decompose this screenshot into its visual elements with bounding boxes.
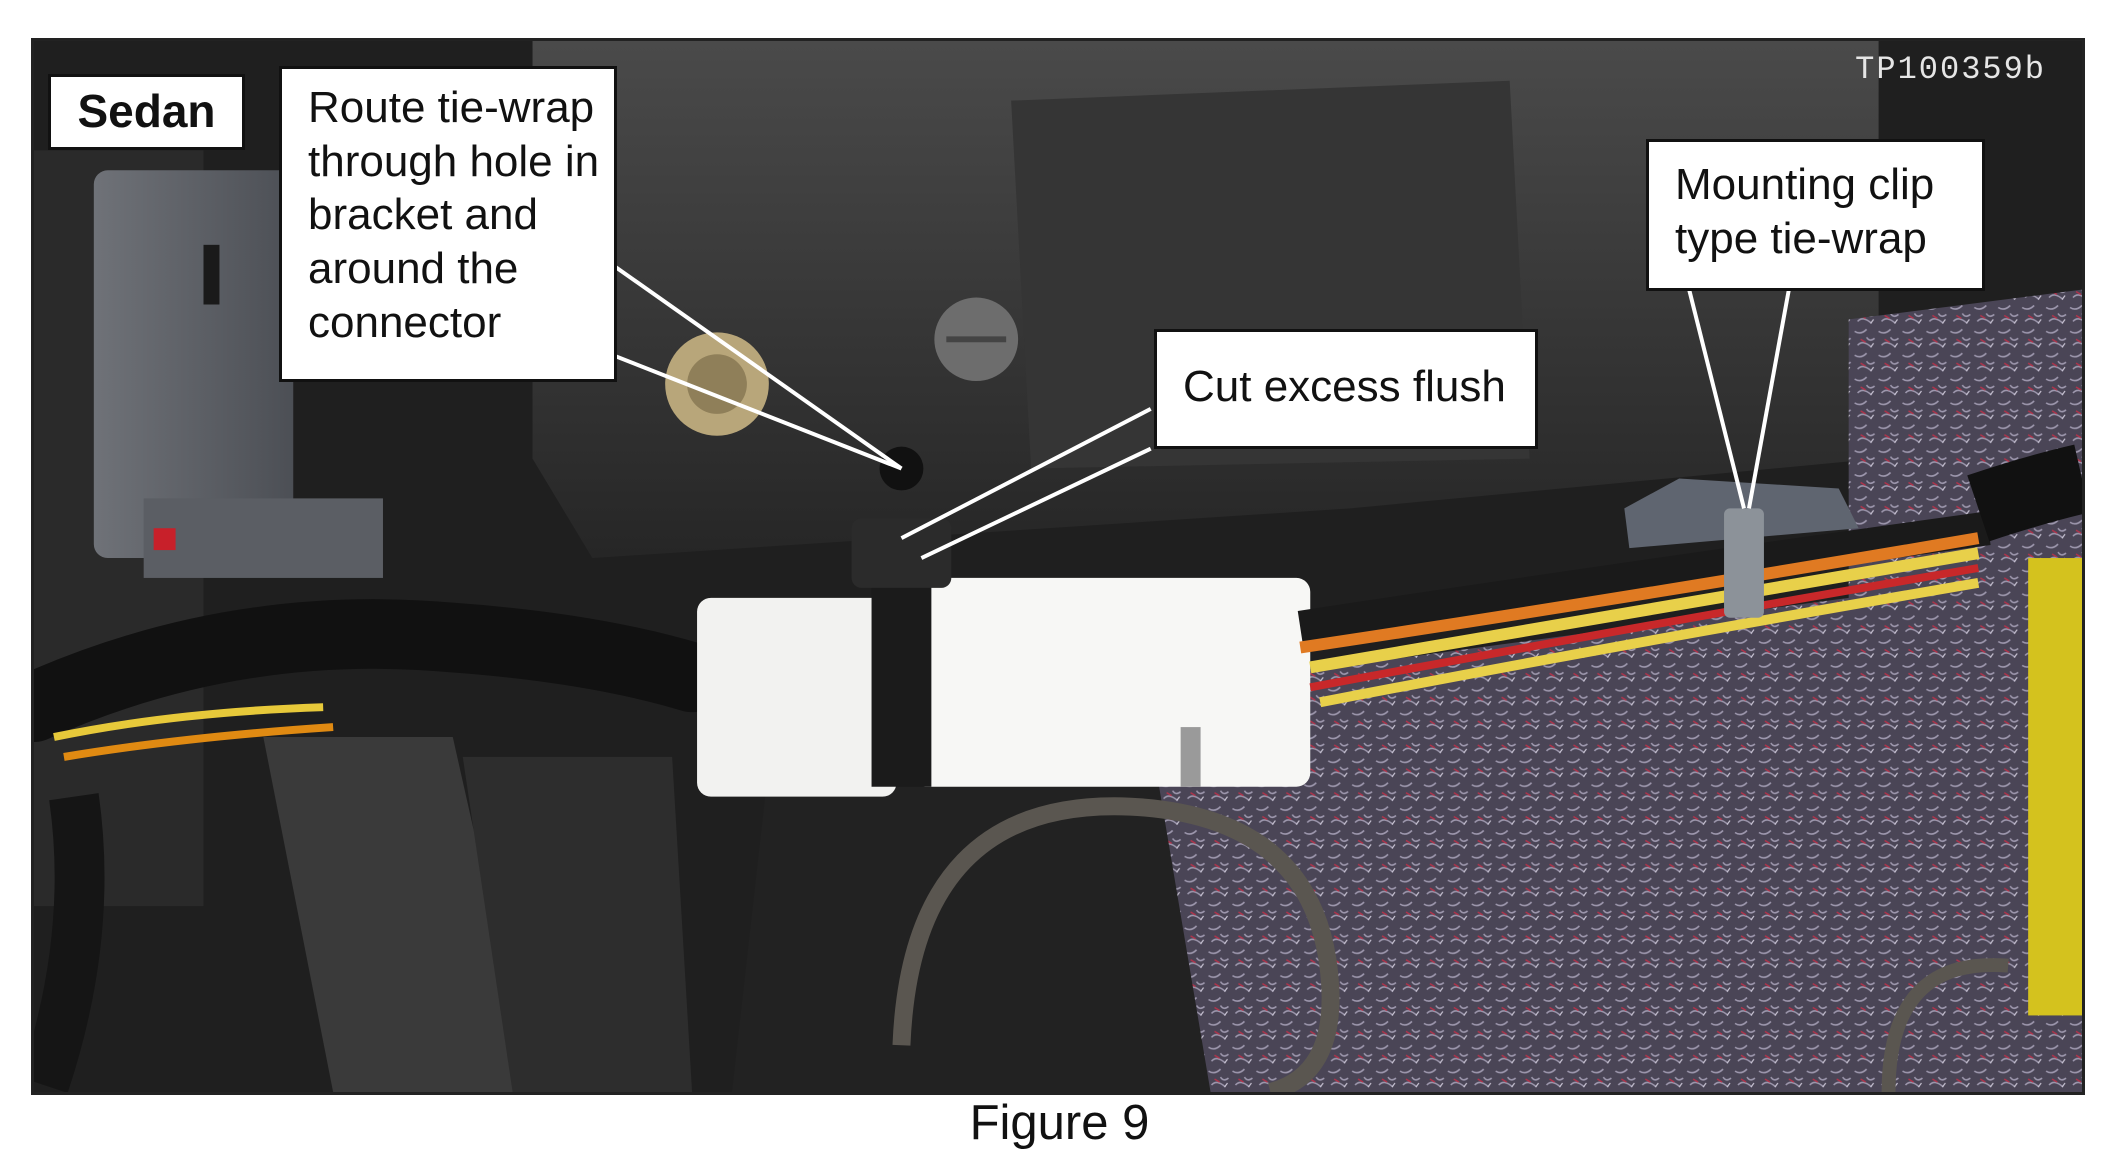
callout-cut-excess: Cut excess flush — [1154, 329, 1538, 449]
metal-rod — [892, 797, 1340, 1092]
figure-photo: TP100359b Sedan Route tie-wrap through h… — [31, 38, 2085, 1095]
callout-route-tie-wrap: Route tie-wrap through hole in bracket a… — [279, 66, 617, 382]
leader-route — [611, 263, 903, 471]
callout-line: Cut excess flush — [1183, 362, 1506, 411]
grey-connector — [93, 170, 294, 559]
callout-line: Route tie-wrap — [308, 83, 595, 132]
wire-harness-left — [34, 599, 727, 742]
callout-line: bracket and — [308, 190, 538, 240]
callout-line: through hole in — [308, 136, 600, 186]
white-connector — [697, 597, 897, 797]
callout-line: type tie-wrap — [1675, 213, 1927, 263]
leader-cut — [900, 407, 1152, 540]
photo-watermark: TP100359b — [1855, 51, 2046, 88]
callout-line: around the — [308, 244, 519, 294]
leader-clip — [1687, 289, 1746, 509]
callout-line: connector — [308, 297, 502, 347]
sedan-label: Sedan — [48, 74, 245, 150]
wire-bundle-right — [1299, 532, 1980, 654]
callout-line: Mounting clip — [1675, 160, 1935, 209]
callout-mounting-clip: Mounting clip type tie-wrap — [1646, 139, 1985, 291]
figure-caption: Figure 9 — [969, 1096, 1150, 1150]
